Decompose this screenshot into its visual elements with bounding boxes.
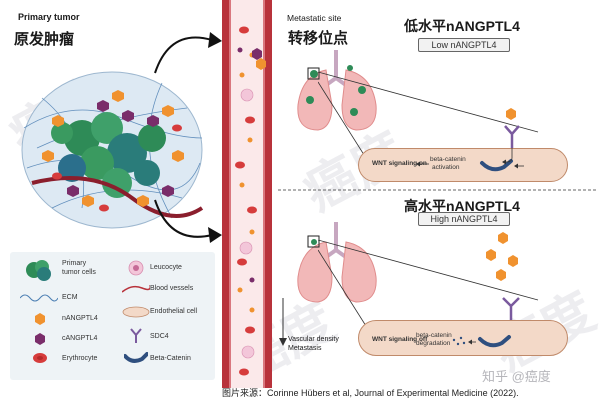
primary-tumor-title-en: Primary tumor (18, 12, 80, 22)
high-beta-catenin-icon (452, 335, 511, 348)
legend-erythrocyte-icon (33, 353, 47, 363)
legend-beta-catenin-icon (124, 352, 148, 363)
arrow-to-lower-vessel (154, 199, 222, 243)
high-panel-title: 高水平nANGPTL4 (404, 198, 520, 214)
legend-cangptl4-icon (35, 333, 45, 345)
legend-endothelial-icon (122, 306, 150, 318)
legend-panel: Primary tumor cells ECM nANGPTL4 cANGPTL… (10, 252, 215, 380)
high-vascular-text-2: Metastasis (288, 345, 322, 352)
low-beta-catenin-icon (480, 159, 524, 172)
legend-primary-tumor-cells-1: Primary (62, 260, 87, 267)
legend-nangptl4: nANGPTL4 (62, 315, 98, 322)
image-source: 图片来源：Corinne Hübers et al, Journal of Ex… (222, 388, 519, 398)
legend-blood-vessels-icon (122, 285, 150, 293)
low-beta-text-2: activation (432, 164, 460, 171)
legend-sdc4-icon (130, 328, 142, 343)
legend-cangptl4: cANGPTL4 (62, 335, 98, 342)
high-zoom-lines (318, 240, 539, 327)
low-sdc4-receptor (504, 108, 520, 148)
legend-tumor-cells-icon (26, 260, 51, 281)
high-nangptl4-cluster (486, 232, 518, 281)
low-lungs-illustration (297, 50, 377, 131)
metastatic-site-title-en: Metastatic site (287, 13, 342, 23)
legend-ecm-icon (20, 294, 58, 302)
low-beta-text-1: beta-catenin (430, 156, 466, 163)
legend-erythrocyte: Erythrocyte (62, 355, 98, 362)
legend-leucocyte: Leucocyte (150, 264, 182, 271)
metastatic-site-title-cn: 转移位点 (288, 30, 349, 47)
legend-ecm: ECM (62, 294, 78, 301)
high-vascular-arrow (279, 298, 287, 346)
high-beta-text-2: degradation (416, 340, 451, 347)
arrow-to-upper-vessel (154, 32, 222, 74)
panel-divider (278, 189, 596, 191)
high-beta-text-1: beta-catenin (416, 332, 452, 339)
high-sdc4-receptor (502, 297, 520, 320)
low-zoom-lines (318, 72, 539, 159)
legend-endothelial-cell: Endothelial cell (150, 308, 198, 315)
high-lungs-illustration (297, 222, 377, 303)
low-signal-text: WNT signaling on (372, 160, 427, 167)
legend-primary-tumor-cells-2: tumor cells (62, 269, 96, 276)
legend-beta-catenin: Beta-Catenin (150, 355, 191, 362)
legend-nangptl4-icon (35, 313, 45, 325)
primary-tumor-title-cn: 原发肿瘤 (14, 31, 75, 48)
high-endothelial-cell (358, 320, 568, 356)
legend-blood-vessels: Blood vessels (150, 285, 194, 292)
primary-tumor-illustration (21, 71, 204, 229)
high-nangptl4-badge: High nANGPTL4 (418, 212, 510, 226)
legend-sdc4: SDC4 (150, 333, 169, 340)
low-nangptl4-badge: Low nANGPTL4 (418, 38, 510, 52)
high-vascular-text-1: Vascular density (288, 336, 339, 343)
legend-leucocyte-icon (128, 260, 144, 276)
low-endothelial-cell (358, 148, 568, 182)
low-receptor-arrow (502, 148, 513, 165)
zhihu-watermark: 知乎 @癌度 (482, 369, 551, 384)
high-signal-text: WNT signaling off (372, 336, 428, 343)
low-signal-arrow (416, 161, 429, 167)
vessel-side-markers (252, 48, 266, 70)
low-panel-title: 低水平nANGPTL4 (404, 18, 520, 34)
